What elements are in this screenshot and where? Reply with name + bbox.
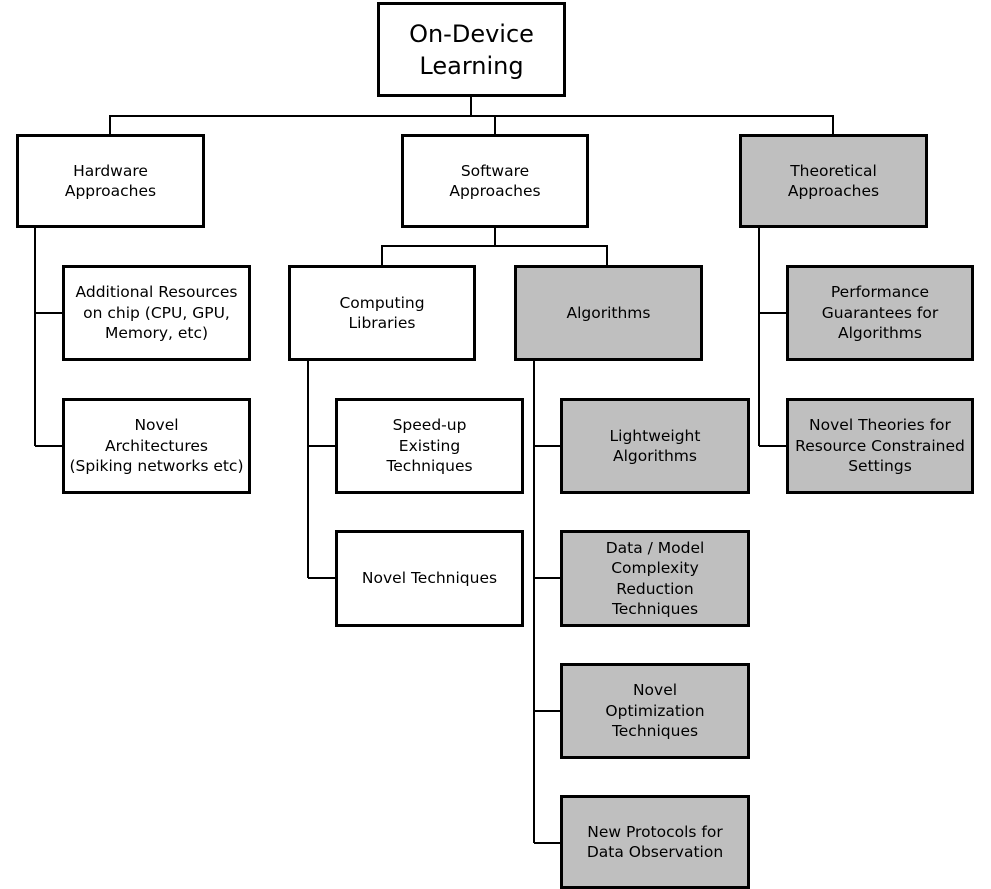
node-label: Hardware Approaches	[64, 161, 157, 201]
node-label: Lightweight Algorithms	[609, 426, 701, 466]
node-label: Novel Theories for Resource Constrained …	[795, 416, 965, 476]
node-label: Novel Optimization Techniques	[605, 681, 705, 741]
node-speed-up-existing-techniques: Speed-up Existing Techniques	[335, 398, 524, 494]
node-theoretical-approaches: Theoretical Approaches	[739, 134, 928, 228]
node-new-protocols: New Protocols for Data Observation	[560, 795, 750, 889]
node-label: Computing Libraries	[339, 293, 425, 333]
node-algorithms: Algorithms	[514, 265, 703, 361]
node-label: Theoretical Approaches	[787, 161, 880, 201]
node-hardware-approaches: Hardware Approaches	[16, 134, 205, 228]
node-label: Speed-up Existing Techniques	[386, 416, 473, 476]
node-label: Novel Techniques	[361, 569, 498, 588]
node-novel-optimization: Novel Optimization Techniques	[560, 663, 750, 759]
node-label: Algorithms	[566, 303, 651, 322]
node-label: Performance Guarantees for Algorithms	[821, 283, 939, 343]
node-label: Novel Architectures (Spiking networks et…	[69, 416, 244, 476]
node-novel-theories: Novel Theories for Resource Constrained …	[786, 398, 974, 494]
node-additional-resources: Additional Resources on chip (CPU, GPU, …	[62, 265, 251, 361]
node-label: Additional Resources on chip (CPU, GPU, …	[75, 283, 238, 343]
node-complexity-reduction: Data / Model Complexity Reduction Techni…	[560, 530, 750, 627]
node-on-device-learning: On-Device Learning	[377, 2, 566, 97]
node-novel-techniques: Novel Techniques	[335, 530, 524, 627]
node-lightweight-algorithms: Lightweight Algorithms	[560, 398, 750, 494]
node-software-approaches: Software Approaches	[401, 134, 589, 228]
node-label: New Protocols for Data Observation	[586, 822, 724, 862]
node-computing-libraries: Computing Libraries	[288, 265, 476, 361]
node-label: Data / Model Complexity Reduction Techni…	[605, 538, 705, 619]
node-performance-guarantees: Performance Guarantees for Algorithms	[786, 265, 974, 361]
node-label: On-Device Learning	[409, 19, 534, 80]
node-novel-architectures: Novel Architectures (Spiking networks et…	[62, 398, 251, 494]
node-label: Software Approaches	[449, 161, 541, 201]
